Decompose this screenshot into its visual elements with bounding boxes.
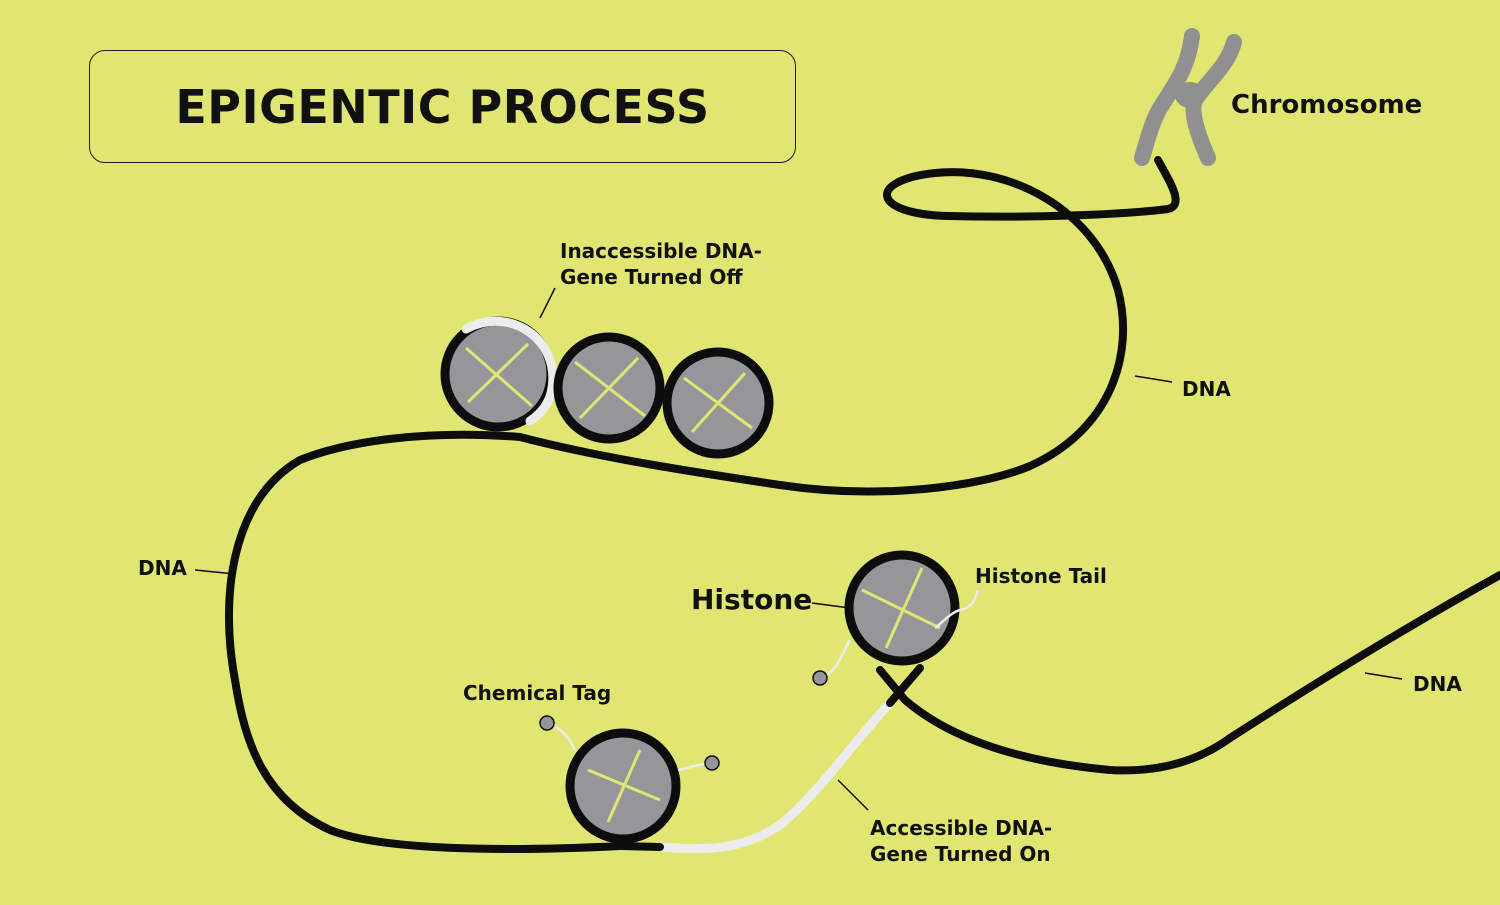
chromosome-icon	[1134, 28, 1242, 166]
label-inaccessible-line1: Inaccessible DNA-	[560, 239, 762, 263]
chemical-tag-2	[677, 755, 720, 772]
label-dna-left: DNA	[138, 556, 187, 580]
histone-inaccessible-2	[553, 332, 665, 444]
histone-inaccessible-3	[662, 347, 774, 459]
leader-lines	[194, 287, 1403, 811]
chemical-tag-3	[812, 639, 852, 686]
histone-inaccessible-1	[440, 316, 558, 432]
label-accessible-line2: Gene Turned On	[870, 842, 1051, 866]
page-title: EPIGENTIC PROCESS	[175, 79, 710, 134]
label-dna-bottom-right: DNA	[1413, 672, 1462, 696]
label-accessible-line1: Accessible DNA-	[870, 816, 1053, 840]
label-dna-right: DNA	[1182, 377, 1231, 401]
dna-strand-lower	[616, 842, 664, 851]
label-chromosome: Chromosome	[1231, 90, 1423, 120]
label-chemical-tag: Chemical Tag	[463, 681, 612, 705]
histone-main	[844, 550, 960, 666]
label-histone: Histone	[691, 583, 813, 616]
label-accessible-dna: Accessible DNA- Gene Turned On	[870, 815, 1052, 867]
accessible-dna-segment	[655, 698, 895, 854]
label-histone-tail: Histone Tail	[975, 564, 1107, 588]
title-box: EPIGENTIC PROCESS	[89, 50, 796, 163]
label-inaccessible-dna: Inaccessible DNA- Gene Turned Off	[560, 238, 762, 290]
histone-tail	[934, 589, 980, 629]
dna-loop-histone	[876, 571, 1500, 775]
dna-strand-upper	[225, 156, 1180, 853]
label-inaccessible-line2: Gene Turned Off	[560, 265, 743, 289]
chemical-tag-1	[539, 715, 577, 751]
histone-accessible	[565, 728, 681, 844]
